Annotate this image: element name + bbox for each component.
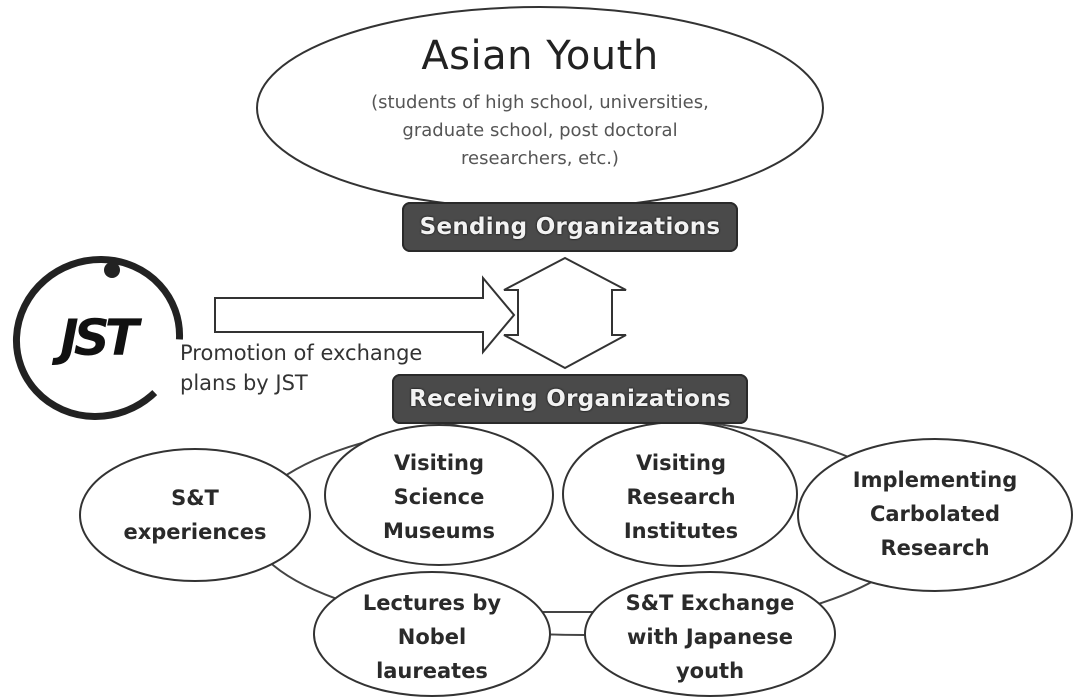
activity-ellipse <box>584 571 836 697</box>
receiving-organizations-label: Receiving Organizations <box>392 374 748 424</box>
activity-visiting-research-institutes: Visiting Research Institutes <box>623 451 739 543</box>
activity-ellipse <box>797 438 1073 592</box>
jst-arrow <box>214 275 516 355</box>
jst-caption: Promotion of exchange plans by JST <box>180 341 423 395</box>
activity-ellipse <box>79 448 311 582</box>
activity-lectures-by-nobel-laureates: Lectures by Nobel laureates <box>362 591 502 683</box>
activity-implementing-carbolated-research: Implementing Carbolated Research <box>852 468 1018 560</box>
activity-ellipse <box>313 571 551 697</box>
double-arrow <box>503 256 627 370</box>
activity-st-experiences: S&T experiences <box>123 486 267 544</box>
jst-logo-text: JST <box>60 309 139 367</box>
sending-organizations-label: Sending Organizations <box>402 202 738 252</box>
asian-youth-subtitle: (students of high school, universities, … <box>371 92 709 169</box>
activity-st-exchange-japanese-youth: S&T Exchange with Japanese youth <box>625 591 795 683</box>
activity-ellipse <box>324 424 554 566</box>
asian-youth-title: Asian Youth <box>421 33 659 79</box>
activity-visiting-science-museums: Visiting Science Museums <box>383 451 495 543</box>
jst-logo <box>10 253 186 423</box>
